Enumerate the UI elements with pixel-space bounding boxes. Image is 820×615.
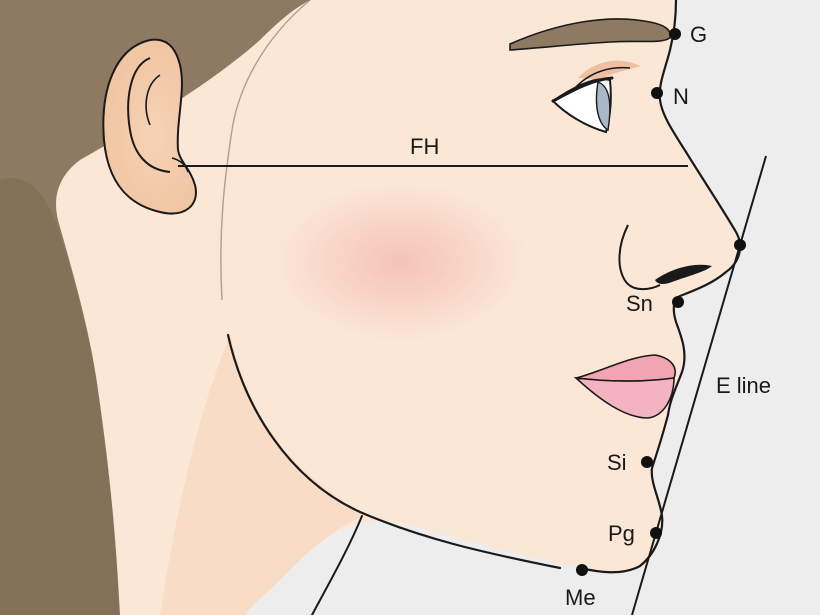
landmark-me-point xyxy=(576,564,588,576)
landmark-si-label: Si xyxy=(607,450,627,475)
iris xyxy=(595,81,611,132)
cheek-blush xyxy=(270,182,530,342)
eyelash xyxy=(551,76,614,103)
landmark-me-label: Me xyxy=(565,585,596,610)
landmark-sn-label: Sn xyxy=(626,291,653,316)
landmark-g-point xyxy=(669,28,681,40)
eyebrow xyxy=(509,18,672,51)
landmark-n-label: N xyxy=(673,84,689,109)
neck-shadow xyxy=(160,335,365,615)
landmark-prn-point xyxy=(734,239,746,251)
landmark-pg-point xyxy=(650,527,662,539)
jaw-line xyxy=(226,333,562,570)
hair-lower xyxy=(0,178,125,615)
landmark-pg-label: Pg xyxy=(608,521,635,546)
ear-lobe-detail xyxy=(171,157,189,173)
neck-line xyxy=(311,515,363,615)
nostril xyxy=(655,264,712,285)
lips xyxy=(573,354,676,419)
ear-inner-fold xyxy=(127,57,171,173)
nose-ala xyxy=(618,224,661,291)
landmark-sn-point xyxy=(672,296,684,308)
landmark-n-point xyxy=(651,87,663,99)
eye xyxy=(551,60,640,134)
eyelid-crease xyxy=(574,66,631,89)
ear-outer xyxy=(102,38,197,215)
eye-upper-shadow xyxy=(578,60,640,80)
fh-label: FH xyxy=(410,134,439,159)
landmark-si-point xyxy=(641,456,653,468)
landmark-g-label: G xyxy=(690,22,707,47)
e-line-label: E line xyxy=(716,373,771,398)
ear-inner-curve xyxy=(145,74,161,126)
lower-lip xyxy=(573,376,675,419)
hairline xyxy=(220,0,311,301)
ear xyxy=(102,38,197,215)
